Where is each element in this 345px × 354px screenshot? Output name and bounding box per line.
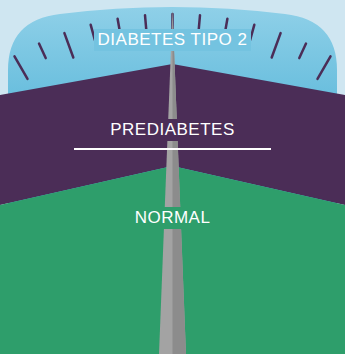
gauge-needle: [159, 10, 186, 354]
tick-mark: [15, 56, 28, 79]
band-label: PREDIABETES: [106, 119, 239, 141]
tick-mark: [272, 33, 281, 57]
band-label: DIABETES TIPO 2: [94, 29, 252, 51]
band-label: NORMAL: [131, 207, 215, 229]
needle-shade: [173, 10, 187, 354]
normal-band: NORMAL: [0, 203, 345, 233]
tick-mark: [318, 56, 331, 79]
diabetes-band: DIABETES TIPO 2: [0, 25, 345, 55]
tick-mark: [64, 33, 73, 57]
underline: [74, 148, 271, 150]
tick-mark: [39, 44, 46, 59]
tick-mark: [299, 44, 306, 59]
prediabetes-band: PREDIABETES: [0, 115, 345, 145]
